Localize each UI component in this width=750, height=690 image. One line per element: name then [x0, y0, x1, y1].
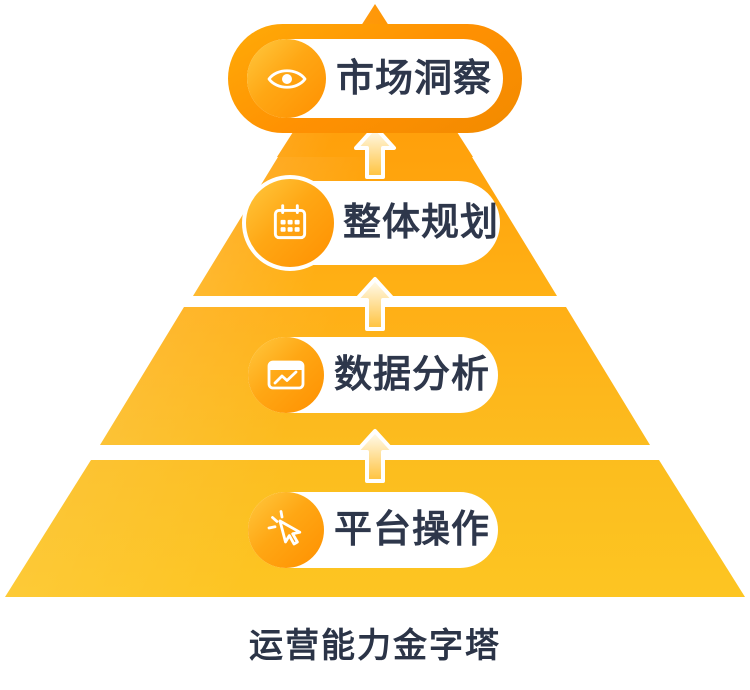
level-4-pill: 平台操作 — [248, 492, 498, 568]
click-cursor-icon — [267, 510, 302, 546]
up-arrow-icon — [354, 125, 396, 179]
chart-window-icon — [267, 360, 305, 390]
up-arrow-icon — [354, 277, 396, 331]
diagram-title: 运营能力金字塔 — [249, 627, 501, 665]
level-3-icon-badge — [248, 337, 324, 413]
level-3-label: 数据分析 — [334, 354, 491, 396]
level-2-pill: 整体规划 — [242, 175, 500, 271]
level-4-icon-badge — [248, 492, 324, 568]
up-arrow-icon — [354, 429, 396, 483]
level-2-icon-badge — [242, 175, 338, 271]
level-2-label: 整体规划 — [343, 202, 500, 244]
level-1-icon-badge — [247, 39, 326, 118]
level-4-label: 平台操作 — [334, 509, 491, 551]
calendar-icon — [273, 204, 307, 240]
eye-icon — [267, 68, 306, 89]
level-1-pill: 市场洞察 — [247, 39, 503, 118]
level-1-label: 市场洞察 — [336, 57, 493, 100]
level-3-pill: 数据分析 — [248, 337, 498, 413]
level-1-capsule: 市场洞察 — [228, 24, 522, 133]
